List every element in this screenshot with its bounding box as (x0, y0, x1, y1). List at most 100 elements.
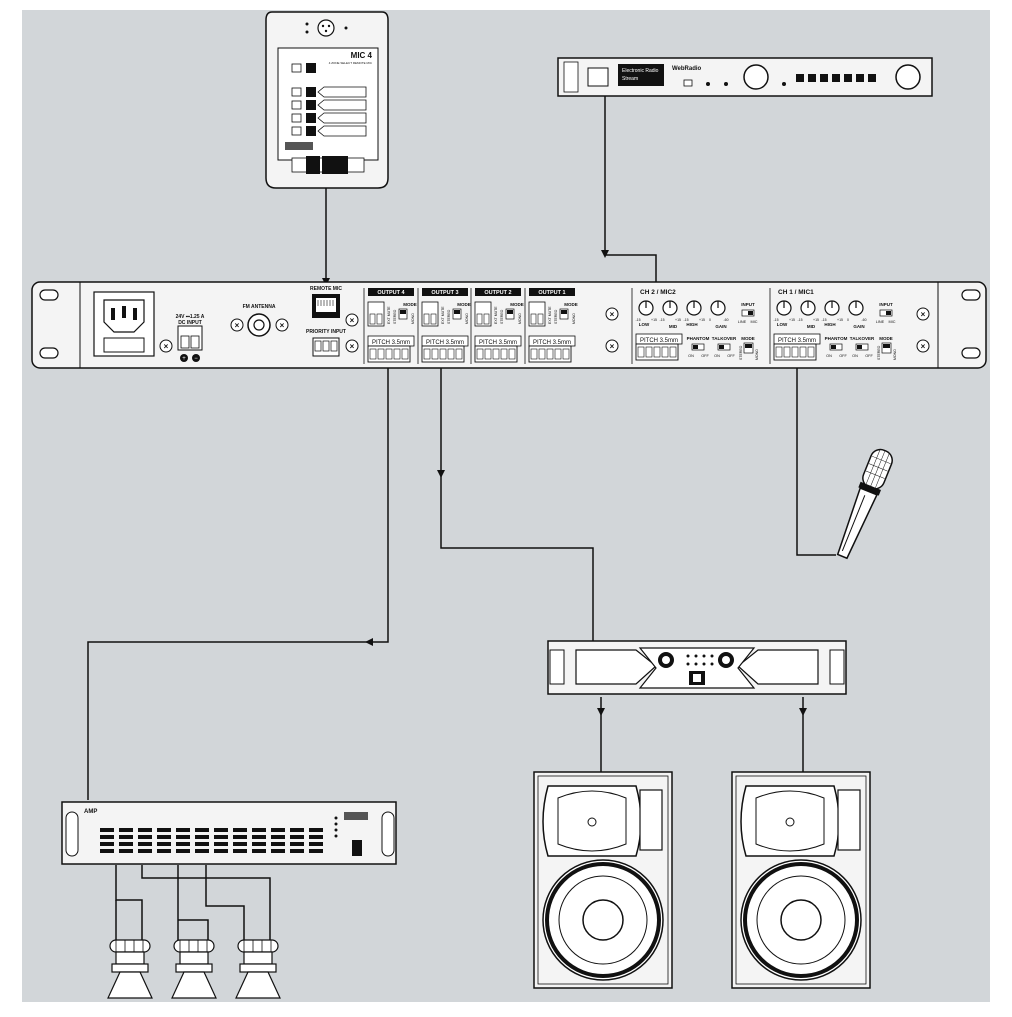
output-header (529, 288, 575, 296)
cable-output4-amp100 (87, 357, 389, 800)
line-amp-power-switch[interactable] (352, 840, 362, 856)
on-label: ON (714, 354, 720, 358)
arrow-out3-down (437, 470, 445, 478)
mic-handle (836, 487, 878, 560)
chime-button[interactable] (306, 156, 320, 174)
pitch-label: PITCH 3.5mm (372, 340, 410, 346)
line-amp-chassis (61, 801, 397, 865)
zone-button-3[interactable] (306, 113, 316, 123)
mode-label: MODE (564, 302, 578, 307)
cable-100v-f (178, 919, 209, 940)
horn-speaker-2 (171, 939, 217, 999)
preset-button[interactable] (844, 74, 852, 82)
knob-label: MID (807, 324, 816, 329)
vent-slot (119, 835, 133, 839)
zone-button-4[interactable] (306, 126, 316, 136)
on-label: ON (826, 354, 832, 358)
svg-text:×: × (235, 321, 240, 330)
knob-min-label: -15 (821, 318, 826, 322)
knob-min-label: 0 (847, 318, 849, 322)
pitch-label: PITCH 3.5mm (479, 340, 517, 346)
screw-icon (345, 313, 359, 327)
vent-slot (119, 828, 133, 832)
vent-slot (214, 849, 228, 853)
vent-slot (138, 835, 152, 839)
vent-slot (252, 842, 266, 846)
screw-icon (345, 339, 359, 353)
svg-text:×: × (350, 342, 355, 351)
svg-text:×: × (280, 321, 285, 330)
vent-slot (290, 849, 304, 853)
tuner-volume-knob[interactable] (743, 64, 769, 90)
knob-max-label: +15 (699, 318, 705, 322)
cables (87, 95, 836, 940)
knob-label: HIGH (824, 322, 835, 327)
input-channel-sections: CH 2 / MIC2-15+15LOW-15+15MID-15+15HIGH0… (631, 288, 897, 364)
stereo-label: STEREO (554, 309, 558, 324)
output-header (368, 288, 414, 296)
zone-button-1[interactable] (306, 87, 316, 97)
remote-mic-subtitle: 4 ZONE SELECT REMOTE MIC (329, 61, 373, 65)
arrow-out4-left (365, 638, 373, 646)
preset-button[interactable] (796, 74, 804, 82)
vent-slot (157, 849, 171, 853)
screw-icon (230, 318, 244, 332)
ceiling-speakers (107, 939, 281, 999)
vent-slot (138, 828, 152, 832)
vent-slot (157, 828, 171, 832)
horn-speaker-3 (235, 939, 281, 999)
preset-button[interactable] (856, 74, 864, 82)
preset-button[interactable] (832, 74, 840, 82)
tuner-select-knob[interactable] (895, 64, 921, 90)
mode-label: MODE (510, 302, 524, 307)
dust-cap (582, 899, 624, 941)
screw-icon (159, 339, 173, 353)
mono-label: MONO (572, 313, 576, 324)
vent-slot (271, 849, 285, 853)
dc-input-label-2: DC INPUT (178, 320, 202, 326)
mode-label: MODE (741, 336, 755, 341)
line-label: LINE (738, 320, 747, 324)
knob-label: MID (669, 324, 678, 329)
talk-button[interactable] (322, 156, 348, 174)
ext-mute-label: EXT MUTE (494, 306, 498, 324)
knob-label: HIGH (686, 322, 697, 327)
knob-min-label: -15 (773, 318, 778, 322)
screw-icon (275, 318, 289, 332)
remote-mic-model: MIC 4 (351, 51, 373, 60)
preset-button[interactable] (820, 74, 828, 82)
stereo-label: STEREO (739, 345, 743, 360)
input-label: INPUT (879, 302, 893, 307)
vent-slot (100, 842, 114, 846)
vent-slot (100, 835, 114, 839)
vent-slot (176, 842, 190, 846)
horn-bell (235, 971, 281, 999)
channel-title: CH 1 / MIC1 (778, 289, 814, 296)
horn-speaker-1 (107, 939, 153, 999)
mono-label: MONO (893, 349, 897, 360)
vent-slot (176, 849, 190, 853)
output-header (475, 288, 521, 296)
svg-text:×: × (921, 310, 926, 319)
input-channel-1: CH 1 / MIC1-15+15LOW-15+15MID-15+15HIGH0… (769, 288, 897, 364)
preset-button[interactable] (868, 74, 876, 82)
mic-label: MIC (889, 320, 896, 324)
zone-button-2[interactable] (306, 100, 316, 110)
vent-slot (119, 842, 133, 846)
all-call-button[interactable] (306, 63, 316, 73)
vent-slot (176, 828, 190, 832)
dc-input-label-1: 24V ⎓1.25 A (176, 314, 205, 320)
knob-min-label: -15 (683, 318, 688, 322)
vent-slot (309, 835, 323, 839)
mode-label: MODE (403, 302, 417, 307)
preset-button[interactable] (808, 74, 816, 82)
pitch-label: PITCH 3.5mm (778, 338, 816, 344)
horn-bell (107, 971, 153, 999)
priority-input-label: PRIORITY INPUT (306, 329, 346, 335)
tuner-station-line-2: Stream (622, 76, 638, 82)
knob-label: LOW (777, 322, 788, 327)
